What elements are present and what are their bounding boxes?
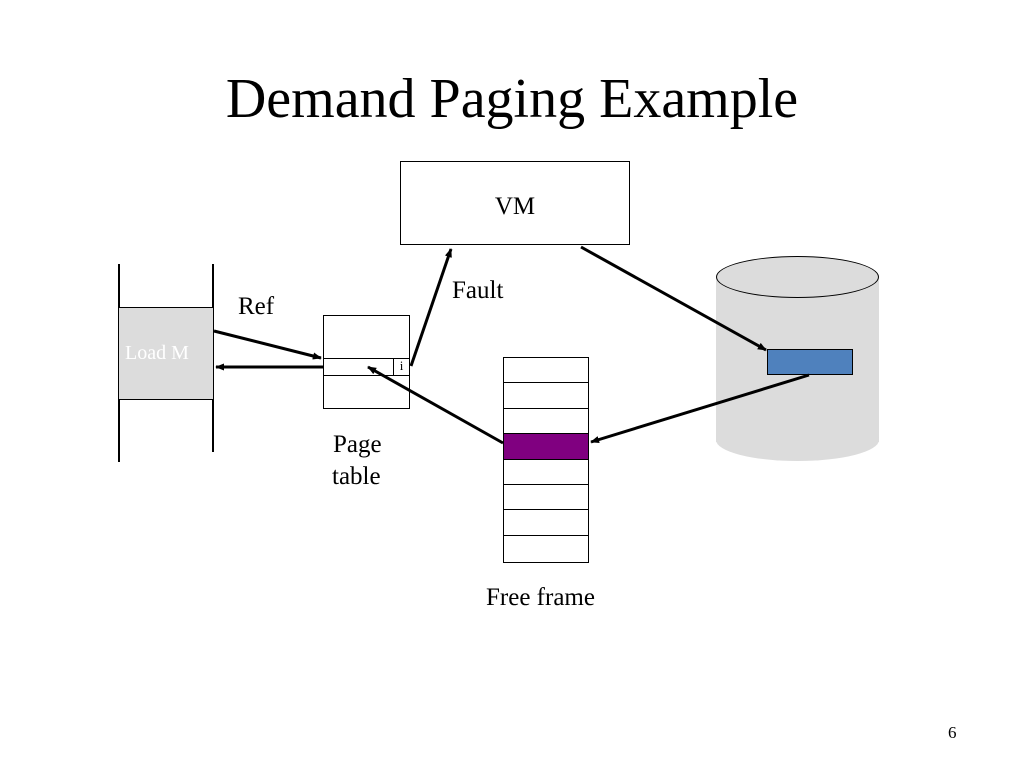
instruction-block: Load M	[119, 307, 213, 400]
page-table: i	[323, 315, 410, 409]
ref-label: Ref	[238, 293, 275, 320]
page-number: 6	[948, 723, 957, 742]
memory-frame	[504, 383, 588, 409]
free-frame-label: Free frame	[486, 584, 595, 611]
disk-page	[767, 349, 853, 375]
memory-frame	[504, 460, 588, 485]
instruction-label: Load M	[125, 342, 189, 364]
memory-frame	[504, 358, 588, 384]
slide-title: Demand Paging Example	[225, 68, 799, 130]
program-memory: Load M	[118, 264, 214, 462]
ref-arrow	[213, 329, 322, 360]
disk-bottom	[716, 419, 879, 461]
page-table-entry-top	[324, 358, 409, 359]
memory-frame	[504, 409, 588, 435]
fault-arrow	[409, 248, 453, 367]
fault-label: Fault	[452, 277, 504, 304]
page-table-label-line1: Page	[333, 431, 382, 458]
page-table-entry-bottom	[324, 375, 409, 376]
memory-frame	[504, 485, 588, 511]
disk-top	[716, 256, 879, 298]
virtual-memory-box: VM	[400, 161, 630, 245]
memory-frame	[504, 536, 588, 561]
memory-frame	[504, 510, 588, 536]
free-frame-highlighted	[504, 434, 588, 460]
page-table-label-line2: table	[332, 463, 381, 490]
valid-invalid-bit: i	[393, 358, 409, 375]
physical-memory-frames	[503, 357, 589, 563]
vm-label: VM	[494, 193, 536, 220]
program-right-rail	[212, 264, 214, 452]
